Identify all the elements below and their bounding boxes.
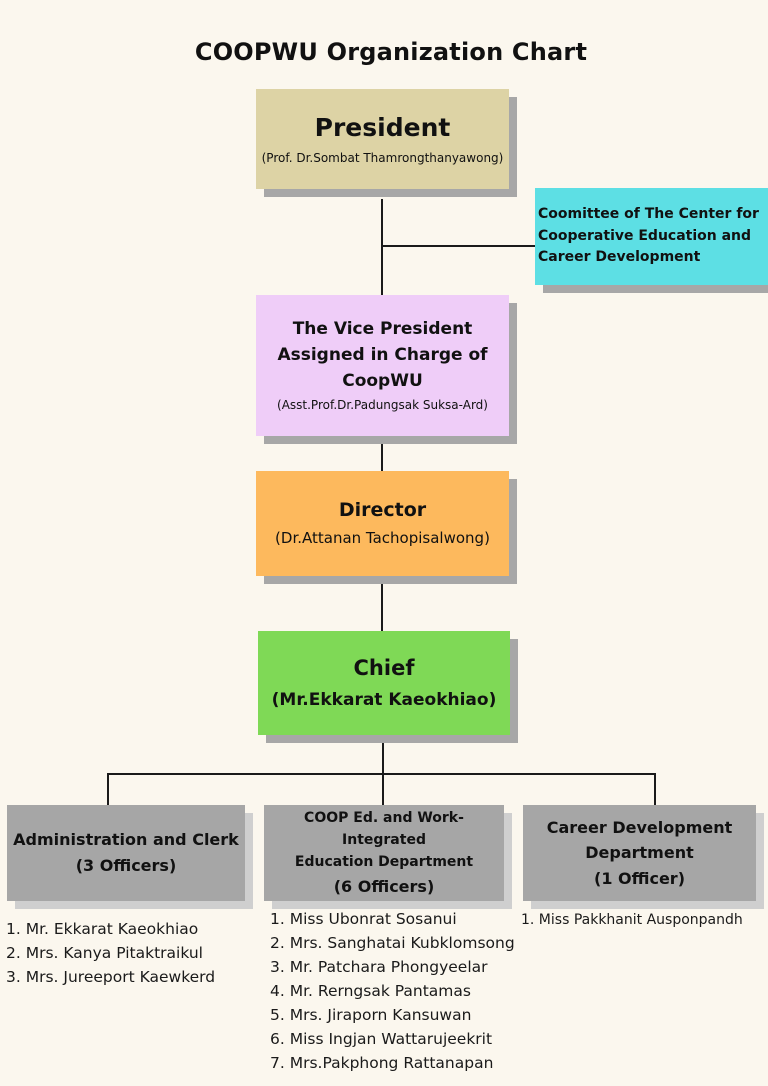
connector-committee — [382, 245, 535, 247]
president-name: (Prof. Dr.Sombat Thamrongthanyawong) — [261, 150, 504, 165]
department-admin-officers: (3 Officers) — [75, 856, 177, 875]
coop-staff-list: 1. Miss Ubonrat Sosanui 2. Mrs. Sanghata… — [270, 907, 515, 1075]
president-title: President — [314, 112, 451, 142]
department-career-officers: (1 Officer) — [594, 868, 685, 888]
admin-staff-list: 1. Mr. Ekkarat Kaeokhiao 2. Mrs. Kanya P… — [6, 917, 215, 989]
staff-member: 2. Mrs. Kanya Pitaktraikul — [6, 944, 203, 962]
director-box: Director (Dr.Attanan Tachopisalwong) — [256, 471, 509, 576]
chief-title: Chief — [353, 656, 415, 681]
staff-member: 2. Mrs. Sanghatai Kubklomsong — [270, 934, 515, 952]
staff-member: 1. Miss Pakkhanit Ausponpandh — [521, 912, 743, 928]
department-career-box: Career Development Department (1 Officer… — [523, 805, 756, 901]
staff-member: 1. Mr. Ekkarat Kaeokhiao — [6, 920, 199, 938]
connector-horizontal-branch — [108, 773, 655, 775]
committee-line-1: Coomittee of The Center for — [538, 205, 759, 222]
vice-president-box: The Vice President Assigned in Charge of… — [256, 295, 509, 436]
vice-president-line-1: The Vice President — [292, 318, 473, 339]
vice-president-line-3: CoopWU — [342, 370, 423, 391]
connector-career-drop — [654, 773, 656, 805]
vice-president-name: (Asst.Prof.Dr.Padungsak Suksa-Ard) — [277, 398, 488, 413]
department-career-title-line-2: Department — [585, 843, 694, 863]
staff-member: 3. Mr. Patchara Phongyeelar — [270, 958, 488, 976]
staff-member: 3. Mrs. Jureeport Kaewkerd — [6, 968, 216, 986]
connector-coop-drop — [382, 773, 384, 805]
director-title: Director — [338, 498, 427, 521]
director-name: (Dr.Attanan Tachopisalwong) — [275, 528, 490, 547]
career-staff-list: 1. Miss Pakkhanit Ausponpandh — [521, 908, 743, 932]
department-career-title-line-1: Career Development — [546, 817, 733, 837]
vice-president-line-2: Assigned in Charge of — [277, 344, 488, 365]
connector-president-vice — [381, 199, 383, 295]
staff-member: 6. Miss Ingjan Wattarujeekrit — [270, 1030, 493, 1048]
department-coop-title-line-1: COOP Ed. and Work-Integrated — [304, 809, 464, 848]
connector-director-chief — [381, 584, 383, 631]
staff-member: 1. Miss Ubonrat Sosanui — [270, 910, 457, 928]
department-admin-title: Administration and Clerk — [13, 830, 239, 850]
department-coop-box: COOP Ed. and Work-Integrated Education D… — [264, 805, 504, 901]
chart-title: COOPWU Organization Chart — [194, 38, 588, 66]
connector-chief-branch — [382, 743, 384, 774]
president-box: President (Prof. Dr.Sombat Thamrongthany… — [256, 89, 509, 189]
staff-member: 5. Mrs. Jiraporn Kansuwan — [270, 1006, 472, 1024]
connector-admin-drop — [107, 773, 109, 805]
committee-line-3: Career Development — [538, 249, 701, 266]
chief-box: Chief (Mr.Ekkarat Kaeokhiao) — [258, 631, 510, 735]
department-admin-box: Administration and Clerk (3 Officers) — [7, 805, 245, 901]
committee-line-2: Cooperative Education and — [538, 227, 752, 244]
connector-vice-director — [381, 436, 383, 471]
staff-member: 7. Mrs.Pakphong Rattanapan — [270, 1054, 494, 1072]
staff-member: 4. Mr. Rerngsak Pantamas — [270, 982, 471, 1000]
committee-box: Coomittee of The Center for Cooperative … — [535, 188, 768, 285]
department-coop-officers: (6 Officers) — [333, 876, 435, 896]
department-coop-title-line-2: Education Department — [294, 854, 474, 871]
chief-name: (Mr.Ekkarat Kaeokhiao) — [271, 689, 497, 710]
